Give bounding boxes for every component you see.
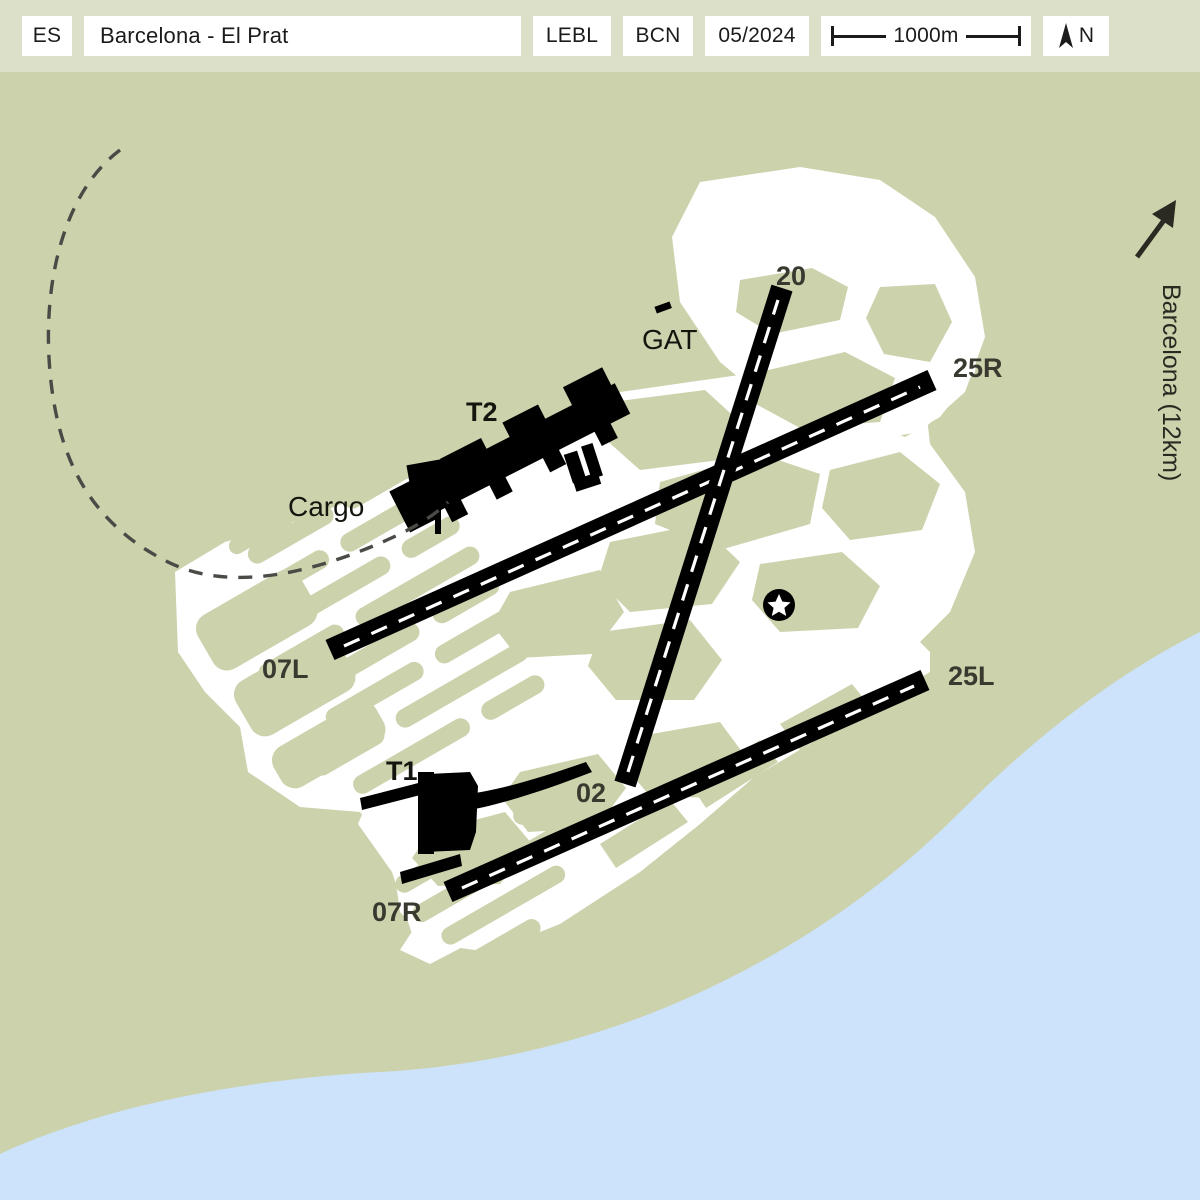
chip-2 [273, 467, 311, 496]
scale-bar-box: 1000m [821, 16, 1031, 56]
stripe-2 [340, 499, 418, 552]
runway-end-label-20: 20 [776, 261, 806, 291]
runway-end-label-07L: 07L [262, 654, 309, 684]
stripe-6 [355, 546, 480, 627]
runway-07L-25R [325, 369, 937, 661]
t2-finger-3 [562, 367, 614, 411]
runways-group [325, 284, 937, 903]
runway-02-20 [614, 284, 793, 788]
island-c-6 [492, 570, 624, 658]
stripe-14 [481, 675, 545, 720]
stripe-10 [434, 605, 521, 664]
t1-taxi-line-south [400, 854, 462, 884]
country-code-box: ES [22, 16, 72, 56]
t2-satellite-pad [406, 456, 458, 488]
gat-marker-block [654, 301, 672, 314]
map-canvas[interactable]: Barcelona (12km) 07L 25R 07R 25L 02 20 T… [0, 72, 1200, 1200]
apron-islands-group [195, 268, 952, 979]
iata-code-label: BCN [635, 24, 681, 47]
north-arrow-icon [1058, 23, 1073, 48]
t2-stand-3 [541, 446, 567, 473]
terminal-t2-satellite [406, 456, 458, 534]
gat-block-3 [572, 472, 602, 492]
t2-stand-2 [487, 473, 513, 500]
stripe-16 [343, 444, 441, 509]
runway-02-20-centerline [626, 299, 780, 773]
stripe-4 [401, 516, 460, 558]
south-stripe-5 [441, 865, 566, 945]
city-arrow-head [1152, 200, 1176, 228]
t1-taxi-line-north [360, 780, 432, 810]
date-label: 05/2024 [718, 24, 796, 47]
north-indicator-box: N [1043, 16, 1109, 56]
terminal-label-gat: GAT [642, 324, 697, 355]
scale-line-left [834, 34, 887, 38]
icao-code-box: LEBL [533, 16, 611, 56]
stripe-15 [247, 506, 334, 564]
south-stripe-2 [513, 780, 577, 825]
direction-arrow-icon [1134, 200, 1176, 259]
terminal-label-cargo: Cargo [288, 491, 364, 522]
t2-satellite-connector [435, 472, 441, 534]
stripe-13 [353, 718, 470, 794]
stand-block-3 [271, 701, 386, 789]
t2-finger-2 [502, 404, 549, 443]
south-stripe-6 [451, 919, 541, 979]
runway-end-label-07R: 07R [372, 897, 422, 927]
star-marker-icon[interactable] [763, 589, 795, 621]
scale-tick-left [831, 26, 834, 46]
water-area [0, 632, 1200, 1200]
runway-07L-25R-surface [325, 369, 937, 661]
island-ne-3 [866, 284, 952, 362]
country-code-label: ES [32, 24, 62, 47]
island-25l-3 [600, 800, 688, 868]
t1-pier [468, 762, 592, 810]
gat-block-1 [563, 450, 587, 484]
north-letter-label: N [1078, 24, 1095, 47]
runway-end-label-25R: 25R [953, 353, 1003, 383]
access-road-dashed [46, 148, 450, 580]
runway-07R-25L [443, 669, 930, 903]
t2-stand-4 [592, 420, 618, 447]
runway-end-label-02: 02 [576, 778, 606, 808]
t2-stand-1 [443, 496, 469, 523]
chip-3 [228, 510, 294, 555]
stand-block-2 [233, 635, 356, 737]
header-bar: ES Barcelona - El Prat LEBL BCN 05/2024 … [0, 0, 1200, 72]
terminal-label-t1: T1 [386, 756, 418, 786]
airport-name-box: Barcelona - El Prat [84, 16, 521, 56]
island-c-2 [822, 452, 940, 540]
stand-block-1 [195, 569, 318, 671]
runway-07R-25L-centerline [461, 684, 915, 890]
date-box: 05/2024 [705, 16, 809, 56]
iata-code-box: BCN [623, 16, 693, 56]
terminal-t1-building [360, 762, 592, 884]
icao-code-label: LEBL [545, 24, 599, 47]
city-direction-label: Barcelona (12km) [1157, 284, 1185, 481]
scale-line-right [965, 34, 1018, 38]
island-ne-4 [604, 390, 740, 470]
scale-tick-right [1018, 26, 1021, 46]
terminal-label-t2: T2 [466, 397, 498, 427]
runway-end-label-25L: 25L [948, 661, 995, 691]
stripe-12 [395, 643, 529, 728]
t2-main-block [392, 383, 631, 528]
map-labels-group: Barcelona (12km) 07L 25R 07R 25L 02 20 T… [262, 261, 1185, 927]
scale-bar-icon: 1000m [831, 24, 1021, 48]
gat-block-2 [581, 442, 603, 480]
chip-1 [214, 494, 264, 530]
airport-name-label: Barcelona - El Prat [100, 23, 289, 48]
terminal-gat-building [563, 301, 672, 492]
scale-distance-label: 1000m [893, 24, 959, 47]
buildings-group [360, 301, 672, 884]
arp-star [767, 594, 791, 616]
runway-07L-25R-centerline [343, 385, 921, 648]
apron-ne-pad [865, 232, 950, 272]
